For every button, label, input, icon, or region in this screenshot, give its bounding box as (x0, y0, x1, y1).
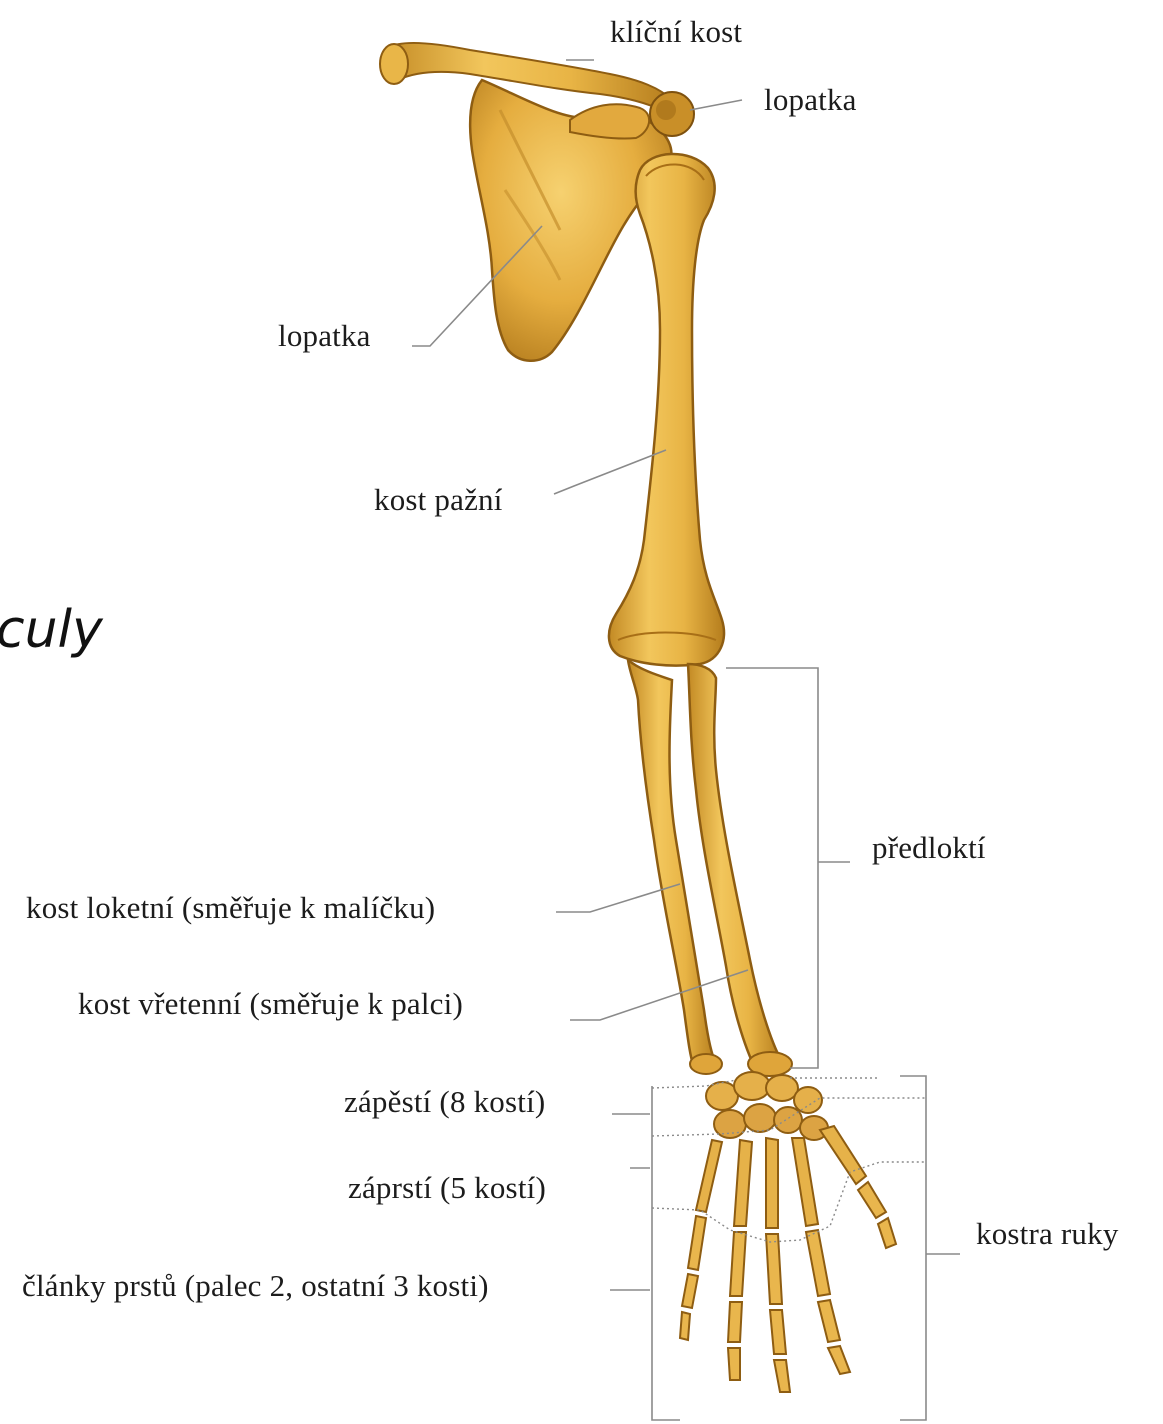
label-zapesti: zápěstí (8 kostí) (344, 1086, 545, 1117)
label-kost-pazni: kost pažní (374, 484, 503, 515)
label-lopatka-left: lopatka (278, 320, 371, 351)
metacarpal-bones (696, 1126, 866, 1228)
label-kost-loketni: kost loketní (směřuje k malíčku) (26, 892, 435, 923)
label-clanky-prstu: články prstů (palec 2, ostatní 3 kosti) (22, 1270, 489, 1301)
label-predlokti: předloktí (872, 832, 986, 863)
label-klicni-kost: klíční kost (610, 16, 742, 47)
cropped-slide-text-fragment: culy (0, 604, 103, 656)
label-lopatka-top: lopatka (764, 84, 857, 115)
label-kostra-ruky: kostra ruky (976, 1218, 1119, 1249)
label-kost-vretenni: kost vřetenní (směřuje k palci) (78, 988, 463, 1019)
label-zaprsti: záprstí (5 kostí) (348, 1172, 546, 1203)
phalanx-bones (680, 1182, 896, 1392)
humerus-bone (609, 154, 724, 666)
hand-region-dotted-lines (652, 1078, 926, 1242)
